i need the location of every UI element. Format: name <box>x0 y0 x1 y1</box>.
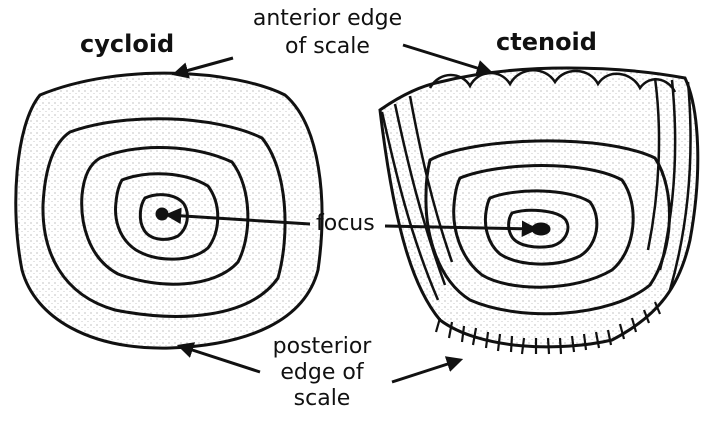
cycloid-scale <box>16 73 322 348</box>
arrow-anterior-left <box>175 58 233 74</box>
cycloid-label: cycloid <box>80 32 174 56</box>
ctenoid-outline <box>380 68 698 347</box>
anterior-label-line-1: anterior edge <box>240 8 415 30</box>
ctenoid-focus-dot <box>533 224 549 234</box>
cycloid-outline <box>16 73 322 348</box>
focus-label: focus <box>316 213 375 235</box>
ctenoid-scale <box>380 68 698 354</box>
anterior-label-line-2: of scale <box>240 36 415 58</box>
arrow-posterior-left <box>180 346 260 372</box>
posterior-label-line-3: scale <box>262 388 382 410</box>
posterior-label-line-1: posterior <box>262 336 382 358</box>
arrow-posterior-right <box>392 360 460 382</box>
ctenoid-label: ctenoid <box>496 30 597 54</box>
cycloid-focus-dot <box>157 209 167 219</box>
arrow-anterior-right <box>403 45 490 72</box>
posterior-label-line-2: edge of <box>262 362 382 384</box>
